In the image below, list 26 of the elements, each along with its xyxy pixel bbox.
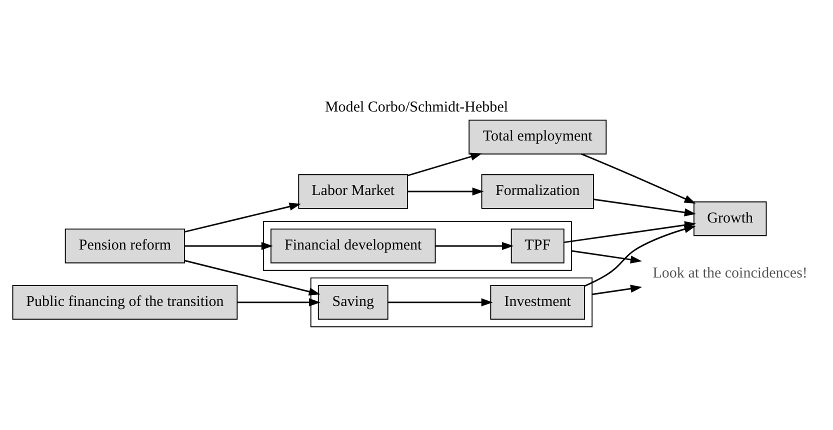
arrow xyxy=(571,250,642,264)
node-box: Public financing of the transition xyxy=(12,284,238,320)
arrow xyxy=(184,242,273,250)
arrow xyxy=(592,284,642,296)
node-box: Total employment xyxy=(468,120,607,154)
arrow xyxy=(584,225,696,287)
arrow xyxy=(184,260,320,296)
diagram-title: Model Corbo/Schmidt-Hebbel xyxy=(324,100,508,116)
node-box: TPF xyxy=(510,228,564,264)
arrow xyxy=(237,298,320,306)
node-box: Labor Market xyxy=(298,174,408,209)
arrow xyxy=(436,242,514,250)
cluster xyxy=(262,221,572,271)
node-text: Look at the coincidences! xyxy=(652,266,808,282)
arrow xyxy=(594,198,696,216)
node-box: Financial development xyxy=(270,228,436,264)
node-box: Formalization xyxy=(481,174,594,209)
arrow xyxy=(388,298,493,306)
arrow xyxy=(407,152,482,176)
node-box: Growth xyxy=(693,201,767,236)
arrow xyxy=(580,153,696,204)
node-box: Investment xyxy=(490,284,586,320)
node-box: Pension reform xyxy=(64,228,186,264)
node-box: Saving xyxy=(318,284,388,320)
arrow xyxy=(184,202,301,233)
arrow xyxy=(408,188,484,196)
